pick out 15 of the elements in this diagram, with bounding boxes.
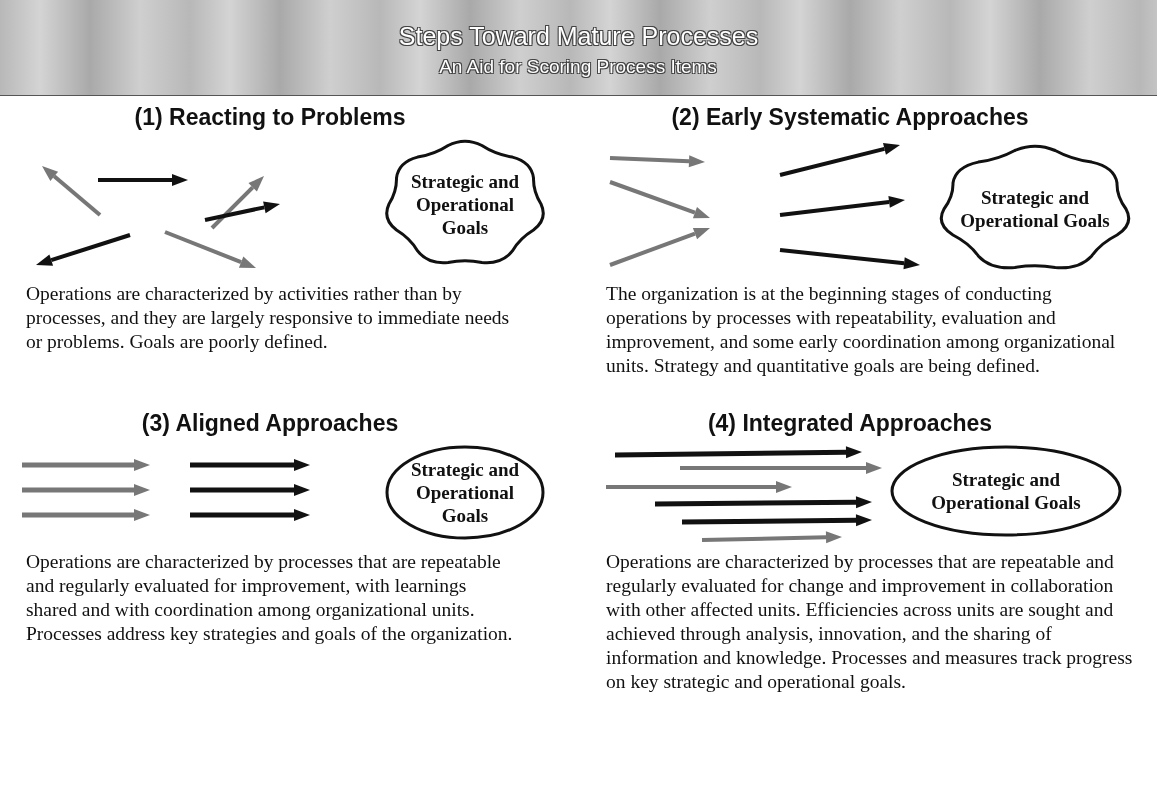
node-text: Strategic and Operational Goals bbox=[959, 186, 1111, 232]
node-text: Strategic and Operational Goals bbox=[409, 458, 521, 527]
description-text: The organization is at the beginning stages of conducting operations by processes with repeatability, evaluation and improvement, and some early coordination among organizational units. Strategy and quantitative goals are being defined. bbox=[606, 282, 1117, 378]
panel-heading: (1) Reacting to Problems bbox=[134, 104, 406, 131]
node-text: Strategic and Operational Goals bbox=[930, 468, 1082, 514]
description-text: Operations are characterized by activities rather than by processes, and they are largely responsive to immediate needs or problems. Goals are poorly defined. bbox=[26, 282, 511, 354]
panel-heading: (2) Early Systematic Approaches bbox=[671, 104, 1029, 131]
goal-ellipse bbox=[890, 445, 1122, 537]
goal-ellipse bbox=[385, 445, 545, 540]
description-text: Operations are characterized by processes that are repeatable and regularly evaluated for improvement, with learnings shared and with coordination among organizational units. Processes address key strategies and goals of the organization. bbox=[26, 550, 514, 646]
title: Steps Toward Mature Processes bbox=[398, 22, 759, 51]
panel-heading: (3) Aligned Approaches bbox=[141, 410, 399, 437]
description-text: Operations are characterized by processes that are repeatable and regularly evaluated for change and improvement in collaboration with other affected units. Efficiencies across units are sought and achieved through analysis, innovation, and the sharing of information and knowledge. Processes and measures track progress on key strategic and operational goals. bbox=[606, 550, 1134, 694]
panel-heading: (4) Integrated Approaches bbox=[707, 410, 993, 437]
node-text: Strategic and Operational Goals bbox=[409, 169, 521, 239]
